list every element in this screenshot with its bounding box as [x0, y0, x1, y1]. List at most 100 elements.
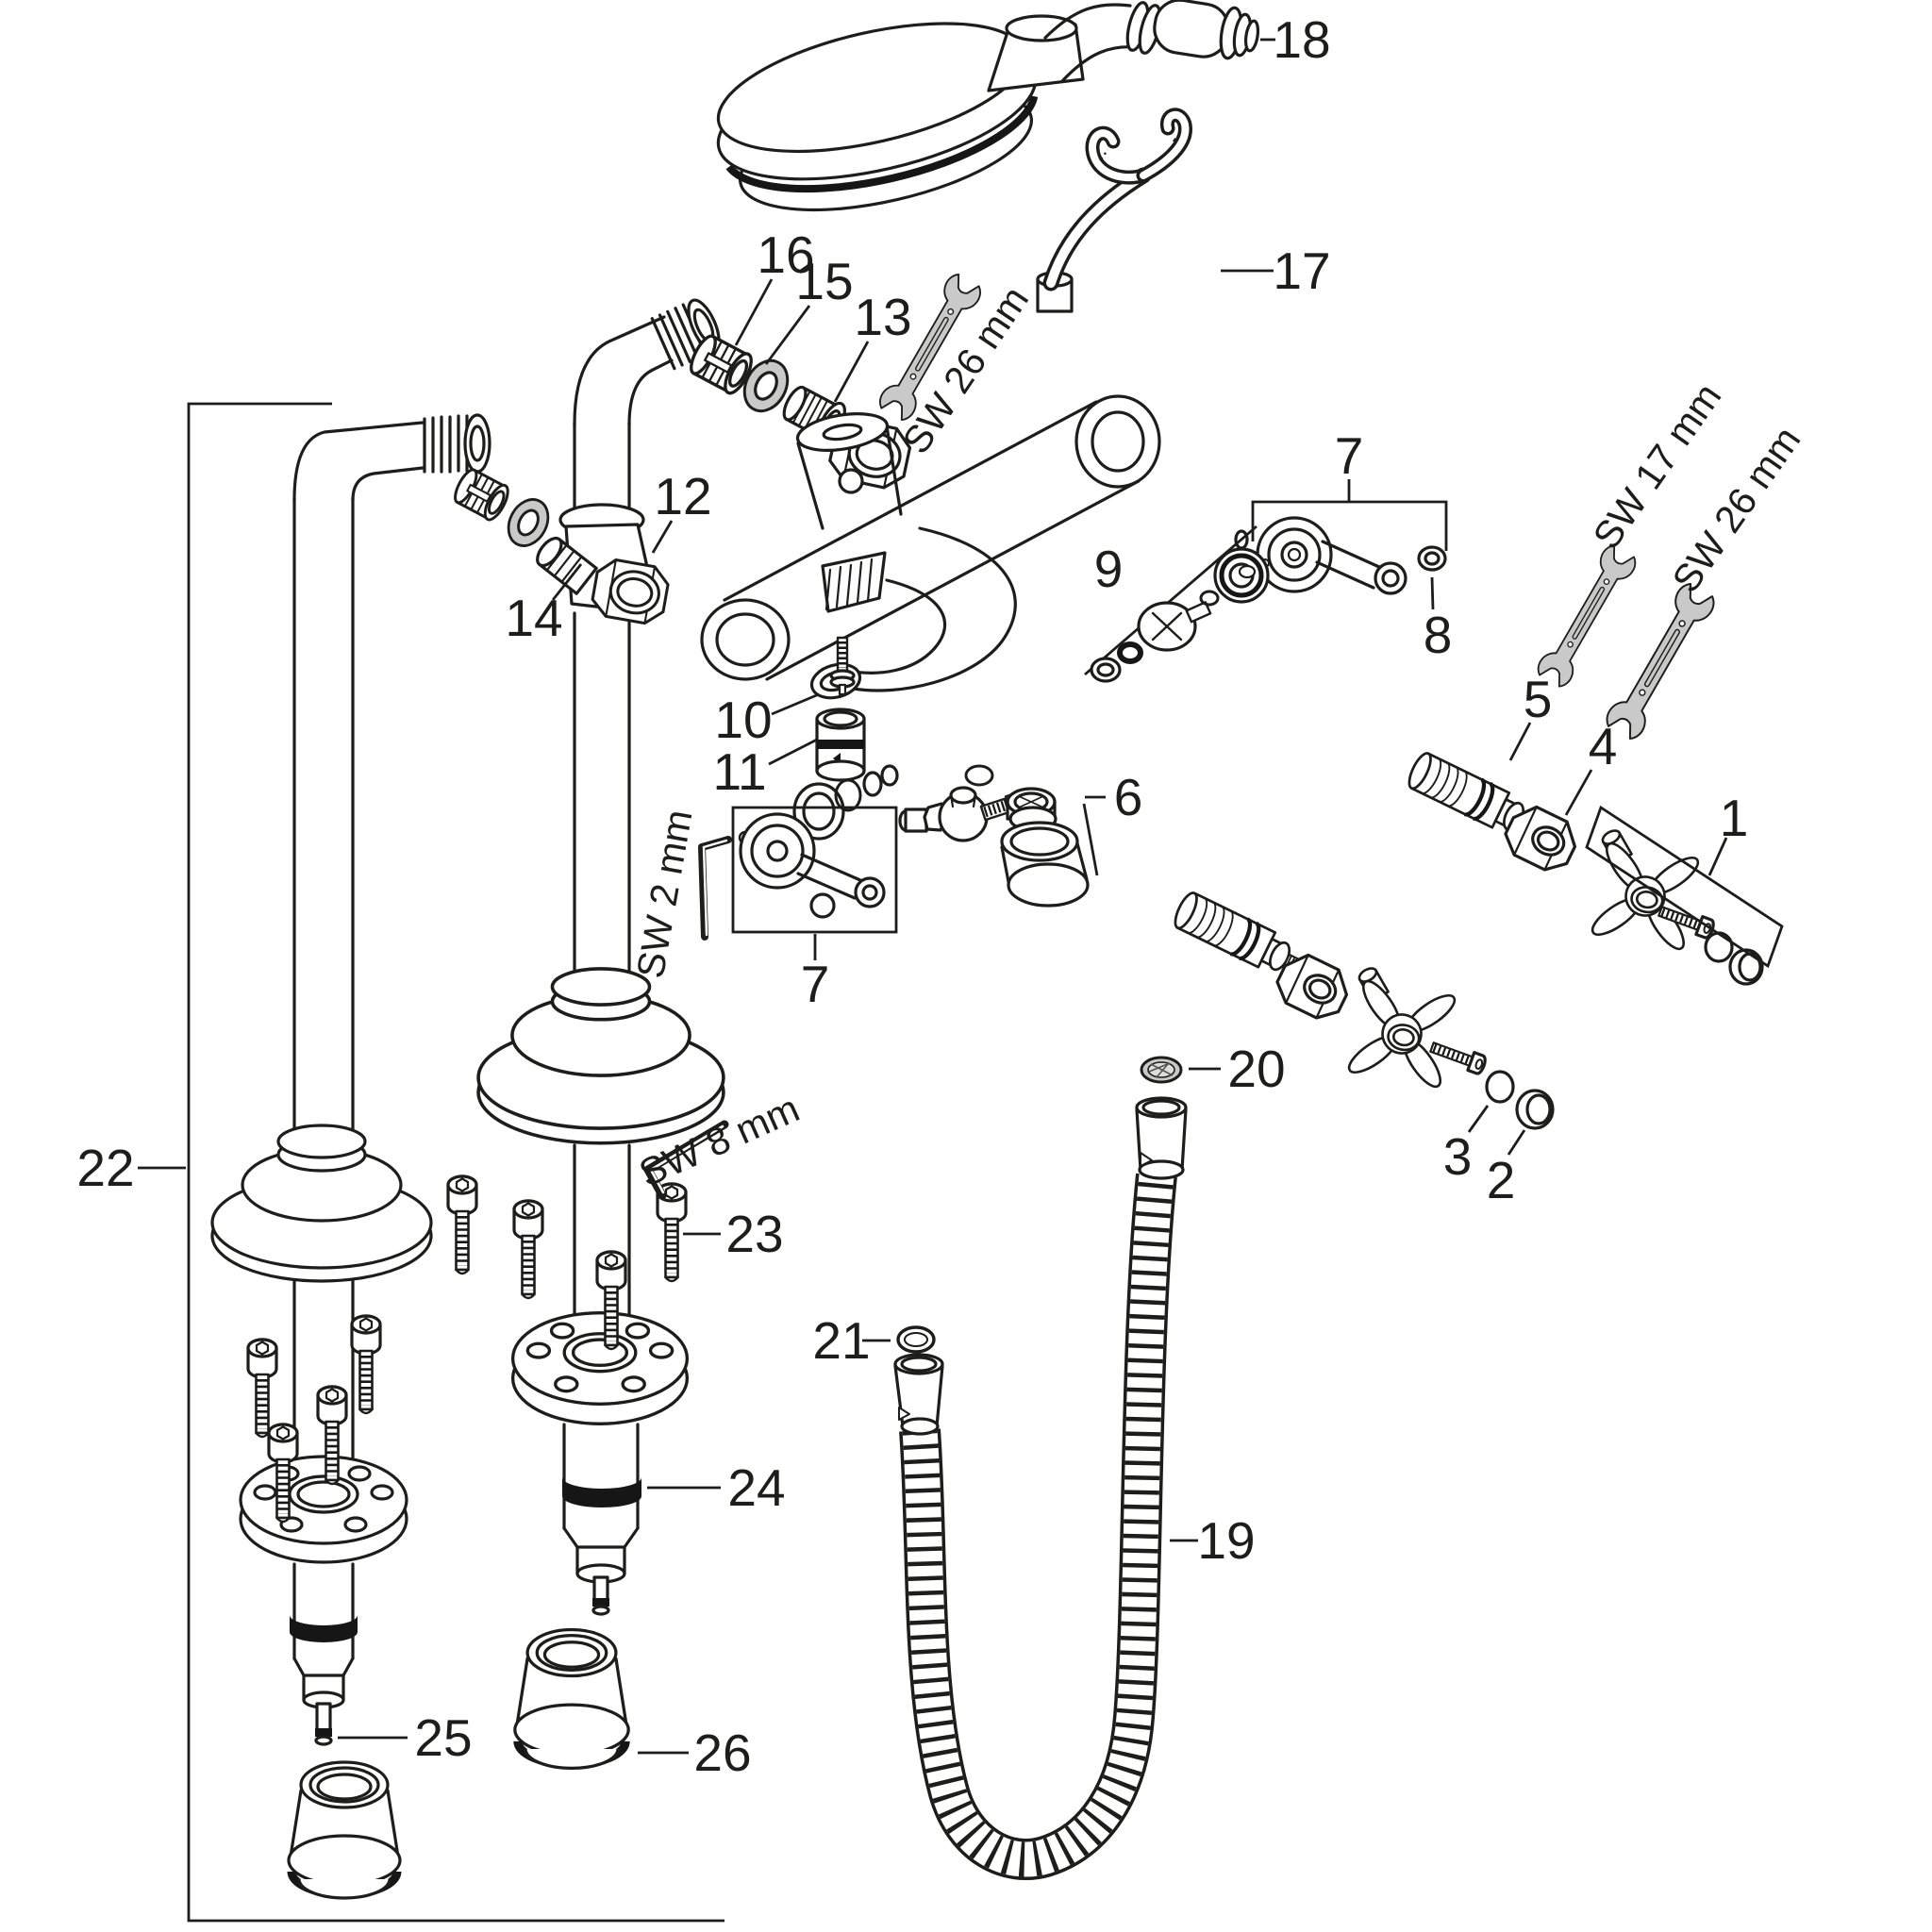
callout-label: 19 [1197, 1511, 1255, 1570]
wrench-sw17 [1533, 541, 1641, 691]
callout-label: 6 [1114, 768, 1143, 826]
bracket-1 [1585, 805, 1784, 969]
fixing-bolt [248, 1340, 276, 1437]
callout-label: 4 [1589, 717, 1618, 775]
diverter-assembly [898, 786, 1018, 842]
callout-4: 4 [1564, 717, 1618, 816]
callout-label: 1 [1720, 789, 1749, 847]
callout-15: 15 [764, 252, 854, 365]
diverter-sleeve-11 [815, 708, 866, 782]
callout-22: 22 [76, 1139, 186, 1197]
callout-label: 7 [1335, 426, 1364, 485]
union-nut-12 [588, 556, 673, 628]
callout-label: 14 [505, 589, 562, 647]
callout-10: 10 [714, 691, 820, 749]
diverter-stem-screw-10 [829, 636, 856, 696]
callout-label: 2 [1487, 1151, 1516, 1209]
lever-group-7a [1234, 516, 1447, 595]
center-mounting-flange [510, 1311, 690, 1425]
lever-group-7b [731, 764, 899, 934]
hand-shower [716, 22, 1039, 212]
aerator-group-6 [964, 764, 1090, 908]
handle-cap [1728, 948, 1764, 986]
hose-connector-top [1135, 1096, 1188, 1180]
pipe-tee-port-14 [536, 536, 598, 595]
callout-16: 16 [734, 225, 815, 346]
callout-7a: 7 [1251, 426, 1448, 551]
center-escutcheon-bell [476, 967, 725, 1145]
callout-label: 24 [727, 1458, 785, 1517]
o-ring-3 [1485, 1070, 1515, 1104]
callout-9: 9 [1094, 540, 1124, 598]
callout-25: 25 [338, 1708, 473, 1767]
callout-label: 5 [1524, 670, 1553, 728]
handle-cap-2 [1515, 1089, 1555, 1130]
callout-17: 17 [1221, 242, 1331, 300]
callout-label: 12 [654, 467, 711, 525]
aerator-shell [1000, 821, 1090, 908]
tool-label-sw2: SW 2 mm [628, 807, 701, 981]
lever-nut-8 [1417, 545, 1447, 572]
callout-1: 1 [1720, 789, 1749, 847]
cross-handle [1581, 824, 1709, 958]
callout-label: 20 [1227, 1040, 1285, 1098]
callout-7b: 7 [801, 934, 830, 1013]
mixer-bonnet-thread [821, 551, 887, 613]
callout-label: 13 [854, 288, 911, 346]
callout-8: 8 [1424, 576, 1453, 664]
mixer-hub [795, 412, 903, 530]
left-filter-insert [449, 464, 514, 525]
o-ring [1704, 931, 1734, 963]
callout-label: 17 [1273, 242, 1330, 300]
hand-shower-handle [987, 0, 1260, 92]
callout-2: 2 [1487, 1129, 1526, 1209]
floor-union-cup [515, 1630, 628, 1769]
fixing-bolt [448, 1176, 476, 1274]
callout-label: 22 [76, 1139, 134, 1197]
callout-18: 18 [1260, 10, 1331, 69]
floor-union-cup [289, 1762, 400, 1898]
left-pipe-thread [423, 413, 491, 474]
callout-label: 7 [801, 955, 830, 1013]
center-pipe-lower [562, 1423, 641, 1616]
bracket-22 [187, 402, 724, 1923]
callout-label: 10 [714, 691, 772, 749]
hose-connector-left [893, 1353, 944, 1436]
callout-label: 21 [812, 1311, 870, 1370]
callout-13: 13 [833, 288, 912, 403]
hose [899, 1173, 1177, 1880]
allen-key-8mm [643, 1120, 729, 1200]
callout-label: 25 [414, 1708, 472, 1767]
center-riser-pipe [536, 298, 721, 1318]
callout-14: 14 [505, 563, 583, 647]
callout-label: 16 [757, 225, 814, 284]
callout-23: 23 [683, 1205, 784, 1263]
callout-label: 11 [712, 742, 766, 801]
cross-handle [1338, 961, 1466, 1096]
callout-11: 11 [712, 738, 818, 801]
diverter-group-9 [1084, 525, 1270, 683]
allen-key-2mm [698, 836, 732, 941]
callout-label: 8 [1424, 606, 1453, 664]
callout-label: 18 [1273, 10, 1330, 69]
mesh-filter-20 [1140, 1056, 1183, 1084]
left-mounting-flange [239, 1455, 408, 1564]
callout-19: 19 [1170, 1511, 1256, 1570]
fixing-bolt [514, 1201, 542, 1298]
shower-holder [1036, 108, 1192, 313]
callout-26: 26 [638, 1724, 752, 1782]
callout-12: 12 [651, 467, 712, 554]
hose-o-ring-21 [896, 1325, 936, 1354]
callout-label: 15 [795, 252, 853, 310]
fixing-bolt [352, 1316, 380, 1413]
wrench-sw26-right [1601, 579, 1720, 743]
left-riser-pipe [292, 413, 491, 1459]
left-escutcheon-bell [210, 1124, 433, 1283]
brand-emblem-icon [838, 468, 864, 494]
callout-5: 5 [1508, 670, 1553, 761]
callout-label: 3 [1443, 1127, 1473, 1186]
callout-24: 24 [647, 1458, 786, 1517]
callout-label: 23 [725, 1205, 783, 1263]
